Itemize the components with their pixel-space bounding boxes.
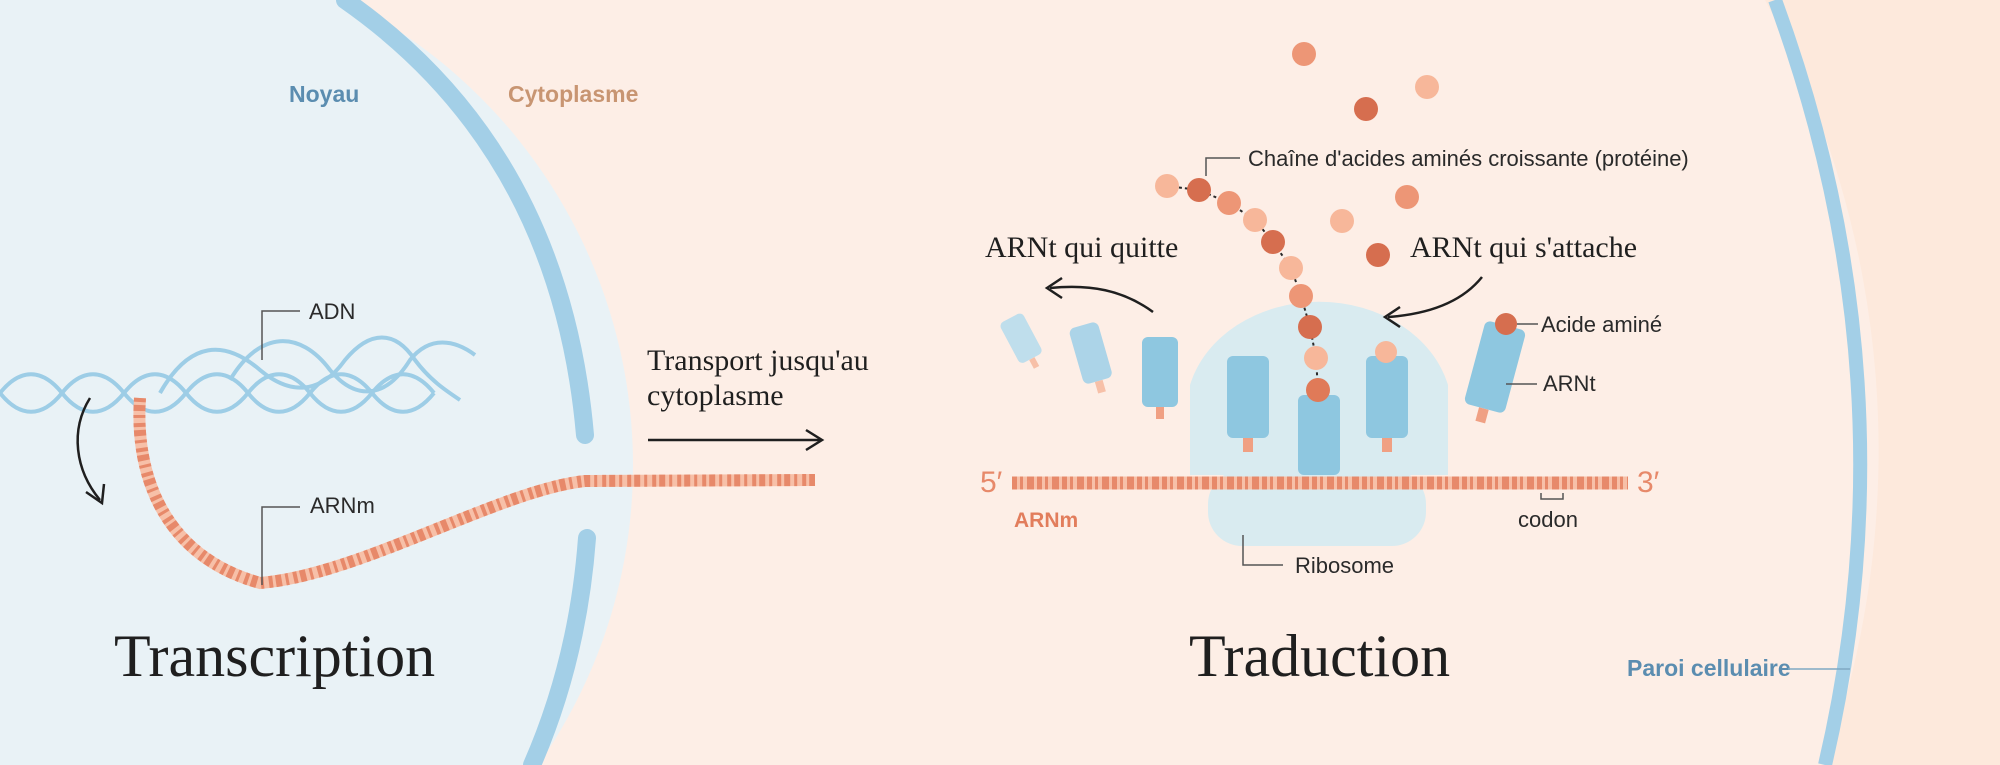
dna-strand-b — [0, 372, 436, 414]
amino-acid-label: Acide aminé — [1541, 312, 1662, 337]
amino-acid-chain — [1155, 174, 1330, 402]
cell-wall — [1768, 0, 1868, 765]
amino-acid-on-trna — [1495, 313, 1517, 335]
chain-amino-acid — [1289, 284, 1313, 308]
dna-strand-a — [0, 372, 436, 414]
three-prime-label: 3′ — [1637, 466, 1660, 499]
dna-label: ADN — [309, 299, 355, 324]
free-amino-acid — [1354, 97, 1378, 121]
trna-site-e — [1227, 356, 1269, 452]
transport-label-line1: Transport jusqu'au — [647, 344, 869, 377]
free-amino-acid — [1395, 185, 1419, 209]
ribosome-label: Ribosome — [1295, 553, 1394, 578]
trna-leaving-2 — [1069, 322, 1112, 394]
mrna-nucleus-leader — [261, 506, 300, 585]
trna-leaving-3 — [1142, 337, 1178, 419]
dna-unwound-strand-a — [158, 335, 462, 402]
mrna-nucleus-dark — [133, 397, 816, 590]
trna-site-p — [1298, 395, 1340, 475]
free-amino-acid — [1366, 243, 1390, 267]
cell-wall-label: Paroi cellulaire — [1627, 655, 1791, 681]
ribosome-leader — [1242, 535, 1283, 566]
amino-chain-bonds — [1166, 185, 1319, 391]
translation-title: Traduction — [1189, 623, 1450, 689]
mrna-nucleus-label: ARNm — [310, 493, 375, 518]
trna-site-a — [1366, 356, 1408, 452]
chain-label: Chaîne d'acides aminés croissante (proté… — [1248, 146, 1689, 171]
nuclear-envelope-upper — [336, 0, 594, 444]
transcription-arrow — [76, 397, 101, 501]
chain-amino-acid — [1243, 208, 1267, 232]
free-amino-acid — [1292, 42, 1316, 66]
chain-amino-acid — [1304, 346, 1328, 370]
codon-label: codon — [1518, 507, 1578, 532]
free-amino-acid — [1415, 75, 1439, 99]
trna-leaving-arrowhead — [1044, 276, 1063, 300]
trna-incoming — [1464, 321, 1526, 424]
nucleus-label: Noyau — [289, 81, 359, 107]
trna-label: ARNt — [1543, 371, 1596, 396]
free-amino-acids — [1292, 42, 1439, 267]
chain-amino-acid — [1261, 230, 1285, 254]
cytoplasm-label: Cytoplasme — [508, 81, 638, 107]
free-amino-acid — [1330, 209, 1354, 233]
transcription-title: Transcription — [114, 623, 435, 689]
transport-arrowhead — [805, 428, 825, 452]
transcription-arrowhead — [85, 483, 106, 506]
mrna-cyto-label: ARNm — [1014, 509, 1078, 532]
chain-amino-acid — [1155, 174, 1179, 198]
trna-attaching-arrow — [1387, 276, 1483, 319]
transport-label-line2: cytoplasme — [647, 379, 784, 412]
trna-attaching-arrowhead — [1382, 305, 1401, 329]
chain-amino-acid — [1306, 378, 1330, 402]
nuclear-envelope-lower — [523, 529, 596, 765]
chain-amino-acid — [1217, 191, 1241, 215]
codon-bracket — [1540, 493, 1564, 500]
trna-leaving-1 — [1000, 313, 1042, 369]
trna-attaching-label: ARNt qui s'attache — [1410, 231, 1637, 264]
chain-amino-acid — [1187, 178, 1211, 202]
five-prime-label: 5′ — [980, 466, 1003, 499]
amino-acid-on-a-site — [1375, 341, 1397, 363]
dna-unwound-strand-b — [228, 339, 477, 394]
chain-amino-acid — [1298, 315, 1322, 339]
trna-leaving-label: ARNt qui quitte — [985, 231, 1178, 264]
dna-helix — [0, 335, 477, 414]
trna-leaving-arrow — [1049, 285, 1154, 314]
chain-amino-acid — [1279, 256, 1303, 280]
chain-leader — [1205, 157, 1240, 176]
dna-leader — [261, 310, 300, 360]
